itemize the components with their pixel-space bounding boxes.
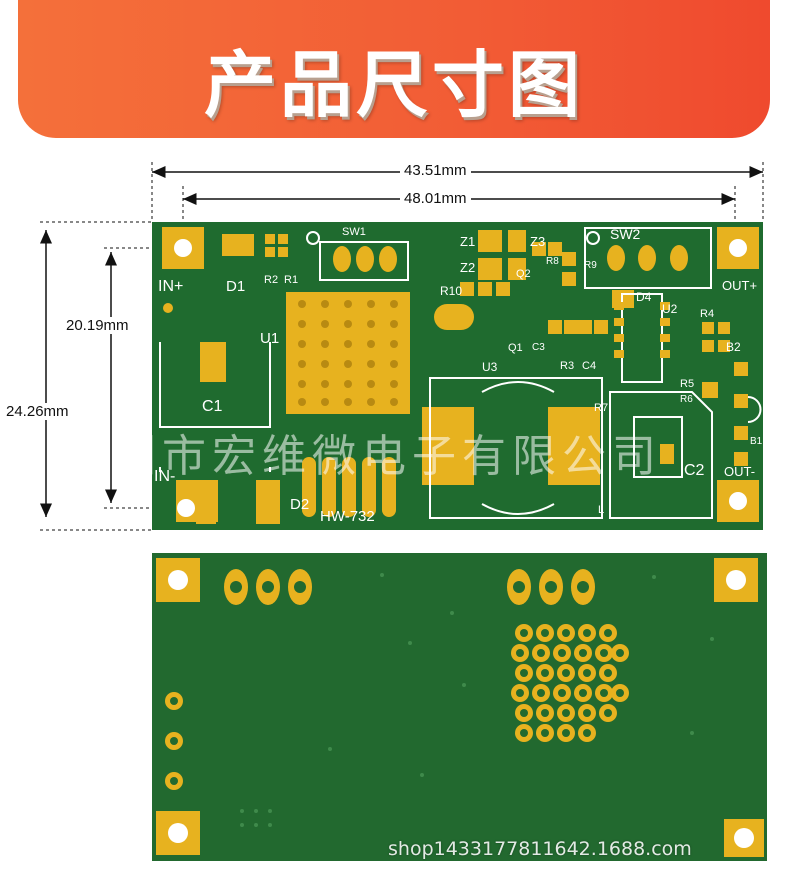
label-out-minus: OUT- (724, 464, 756, 479)
label-r10: R10 (440, 284, 463, 298)
label-b1: B1 (750, 436, 763, 447)
label-r3: R3 (560, 360, 575, 372)
dim-width-inner: 48.01mm (400, 190, 471, 207)
label-c2: C2 (684, 462, 705, 479)
label-c4: C4 (582, 360, 597, 372)
label-r9: R9 (584, 260, 597, 271)
label-r4: R4 (700, 308, 715, 320)
label-z1: Z1 (460, 234, 476, 249)
pcb-bottom-view (152, 553, 767, 861)
label-c3: C3 (532, 342, 545, 353)
label-r6: R6 (680, 394, 693, 405)
pcb-top-artwork (159, 227, 762, 524)
label-in-minus: IN- (154, 468, 176, 485)
label-u1: U1 (260, 330, 280, 347)
label-sw1: SW1 (342, 226, 366, 238)
pcb-bottom-artwork (156, 558, 764, 857)
label-l: L (598, 504, 605, 516)
label-q2: Q2 (516, 268, 531, 280)
label-u2: U2 (662, 302, 678, 316)
label-out-plus: OUT+ (722, 278, 758, 293)
label-z3: Z3 (530, 234, 546, 249)
pcb-top-view: IN+ IN- OUT+ OUT- SW1 SW2 D1 D2 D4 U1 U2… (152, 222, 763, 530)
shop-url-watermark: shop1433177811642.1688.com (388, 838, 692, 860)
label-d1: D1 (226, 278, 246, 295)
label-z2: Z2 (460, 260, 476, 275)
dim-height-outer: 24.26mm (2, 403, 73, 420)
company-watermark: 深圳市宏维微电子有限公司 (62, 431, 662, 482)
label-model: HW-732 (320, 508, 375, 525)
dim-height-inner: 20.19mm (62, 317, 133, 334)
label-r8: R8 (546, 256, 559, 267)
label-r1: R1 (284, 274, 299, 286)
label-in-plus: IN+ (158, 278, 184, 295)
label-d2: D2 (290, 496, 310, 513)
label-u3: U3 (482, 360, 498, 374)
label-r5: R5 (680, 378, 695, 390)
label-r7: R7 (594, 402, 609, 414)
label-q1: Q1 (508, 342, 523, 354)
dim-width-outer: 43.51mm (400, 162, 471, 179)
label-b2: B2 (726, 340, 741, 354)
label-c1: C1 (202, 398, 223, 415)
label-r2: R2 (264, 274, 279, 286)
title-banner: 产品尺寸图 (18, 0, 770, 138)
label-sw2: SW2 (610, 226, 641, 242)
label-d4: D4 (636, 290, 652, 304)
page-title: 产品尺寸图 (203, 43, 584, 127)
